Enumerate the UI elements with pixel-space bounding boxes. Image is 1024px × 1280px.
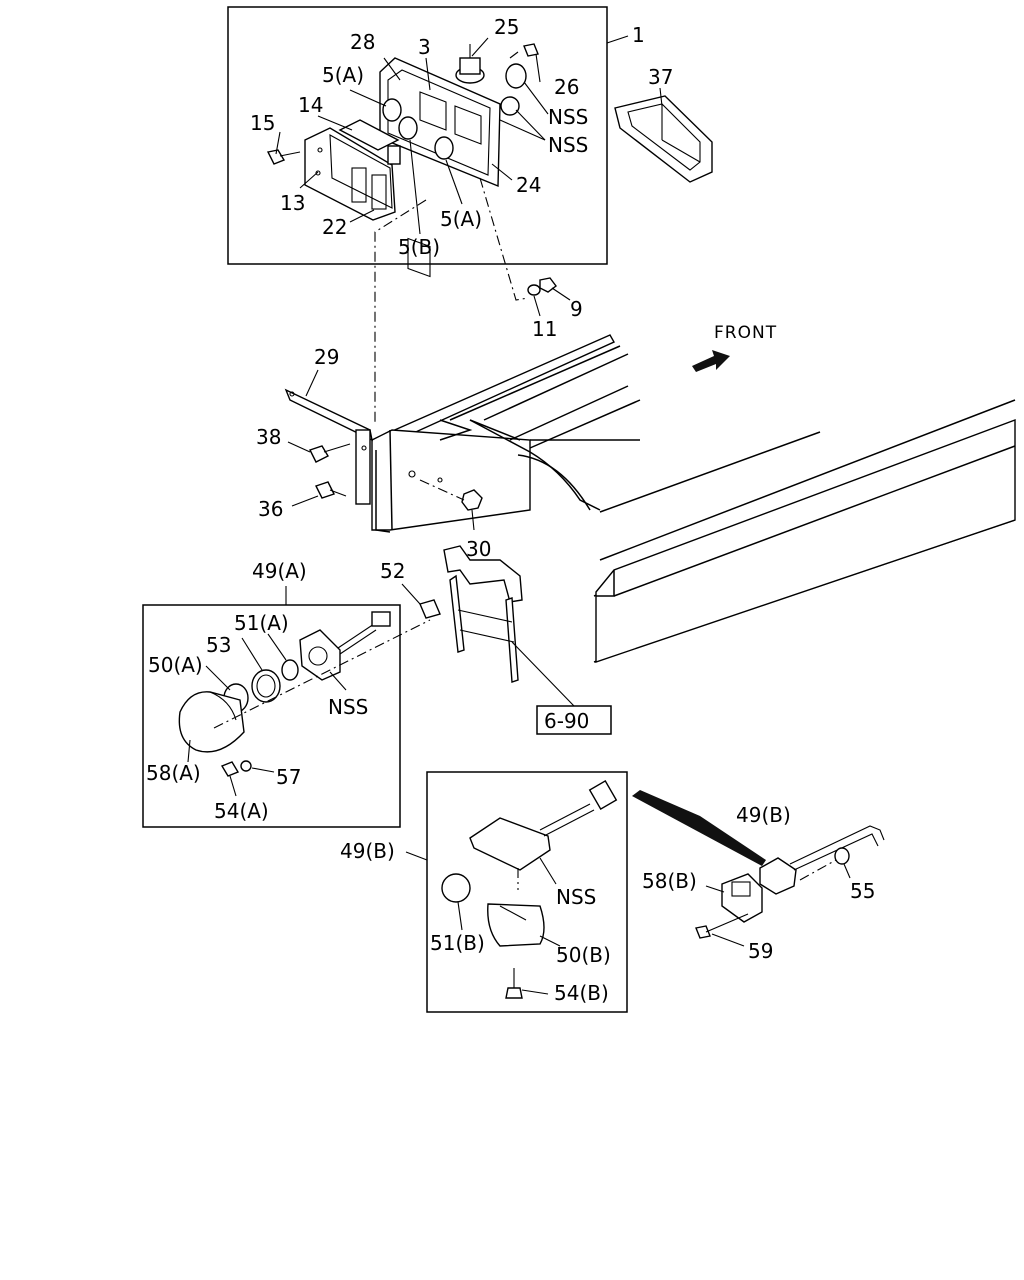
bolt-36 xyxy=(315,481,347,499)
label-37: 37 xyxy=(648,65,673,89)
gasket-14 xyxy=(338,119,400,151)
assembly-49a-box xyxy=(142,604,401,828)
label-15: 15 xyxy=(250,111,275,135)
label-nss-4: NSS xyxy=(556,885,596,909)
bulb-5a-bottom xyxy=(434,136,454,160)
lens-50b xyxy=(487,903,545,947)
nss-cap-1 xyxy=(505,63,527,89)
label-13: 13 xyxy=(280,191,305,215)
screw-54a xyxy=(220,761,240,777)
label-28: 28 xyxy=(350,30,375,54)
label-54b: 54(B) xyxy=(554,981,609,1005)
label-25: 25 xyxy=(494,15,519,39)
installed-lamp-49b xyxy=(759,825,885,895)
label-49a: 49(A) xyxy=(252,559,307,583)
rear-lamp-base-plate xyxy=(379,57,501,278)
label-54a: 54(A) xyxy=(214,799,269,823)
label-58b: 58(B) xyxy=(642,869,697,893)
label-22: 22 xyxy=(322,215,347,239)
front-label: FRONT xyxy=(714,323,777,343)
bolt-38 xyxy=(309,443,351,463)
label-1: 1 xyxy=(632,23,645,47)
lamp-cover-58b xyxy=(721,873,763,923)
bolt-59 xyxy=(695,913,749,939)
label-5a-bottom: 5(A) xyxy=(440,207,482,231)
label-38: 38 xyxy=(256,425,281,449)
clip-14 xyxy=(387,145,401,165)
lamp-housing-49b xyxy=(469,780,618,871)
frame-rail xyxy=(371,334,1016,663)
label-36: 36 xyxy=(258,497,283,521)
bulb-51a xyxy=(281,659,299,681)
bulb-5a-top xyxy=(382,98,402,122)
washer-11 xyxy=(527,284,541,296)
label-52: 52 xyxy=(380,559,405,583)
label-59: 59 xyxy=(748,939,773,963)
label-50a: 50(A) xyxy=(148,653,203,677)
front-arrow-icon xyxy=(692,350,730,372)
label-nss-2: NSS xyxy=(548,133,588,157)
nss-cap-2 xyxy=(500,96,520,116)
label-14: 14 xyxy=(298,93,323,117)
assembly-1-box xyxy=(227,6,608,265)
bulb-5b xyxy=(398,116,418,140)
label-51a: 51(A) xyxy=(234,611,289,635)
label-5a-top: 5(A) xyxy=(322,63,364,87)
label-11: 11 xyxy=(532,317,557,341)
license-lamp-bracket xyxy=(443,545,523,683)
label-nss-1: NSS xyxy=(548,105,588,129)
washer-57 xyxy=(240,760,252,772)
lamp-cover-37 xyxy=(614,95,713,183)
detail-callout-wedge xyxy=(632,790,766,866)
label-nss-3: NSS xyxy=(328,695,368,719)
label-55: 55 xyxy=(850,879,875,903)
clip-52 xyxy=(419,599,441,619)
label-58a: 58(A) xyxy=(146,761,201,785)
nut-30 xyxy=(461,489,483,511)
reference-6-90: 6-90 xyxy=(544,709,589,733)
lamp-cover-58a xyxy=(178,691,245,753)
screw-15 xyxy=(266,149,301,165)
label-29: 29 xyxy=(314,345,339,369)
label-49b-right: 49(B) xyxy=(736,803,791,827)
lamp-housing-49a xyxy=(299,611,391,681)
label-24: 24 xyxy=(516,173,541,197)
label-9: 9 xyxy=(570,297,583,321)
assembly-49b-box xyxy=(426,771,628,1013)
lamp-lens xyxy=(304,127,396,221)
label-57: 57 xyxy=(276,765,301,789)
socket-25 xyxy=(455,44,485,84)
label-3: 3 xyxy=(418,35,431,59)
label-50b: 50(B) xyxy=(556,943,611,967)
screw-54b xyxy=(505,968,523,999)
label-5b: 5(B) xyxy=(398,235,440,259)
reference-6-90-box xyxy=(536,705,612,735)
label-49b-box: 49(B) xyxy=(340,839,395,863)
nut-55 xyxy=(834,847,850,865)
label-51b: 51(B) xyxy=(430,931,485,955)
label-53: 53 xyxy=(206,633,231,657)
nut-9 xyxy=(539,277,557,293)
bracket-29 xyxy=(284,388,373,505)
label-30: 30 xyxy=(466,537,491,561)
screw-26 xyxy=(509,43,539,59)
bulb-51b xyxy=(441,873,471,903)
seal-ring-53 xyxy=(251,669,281,703)
label-26: 26 xyxy=(554,75,579,99)
